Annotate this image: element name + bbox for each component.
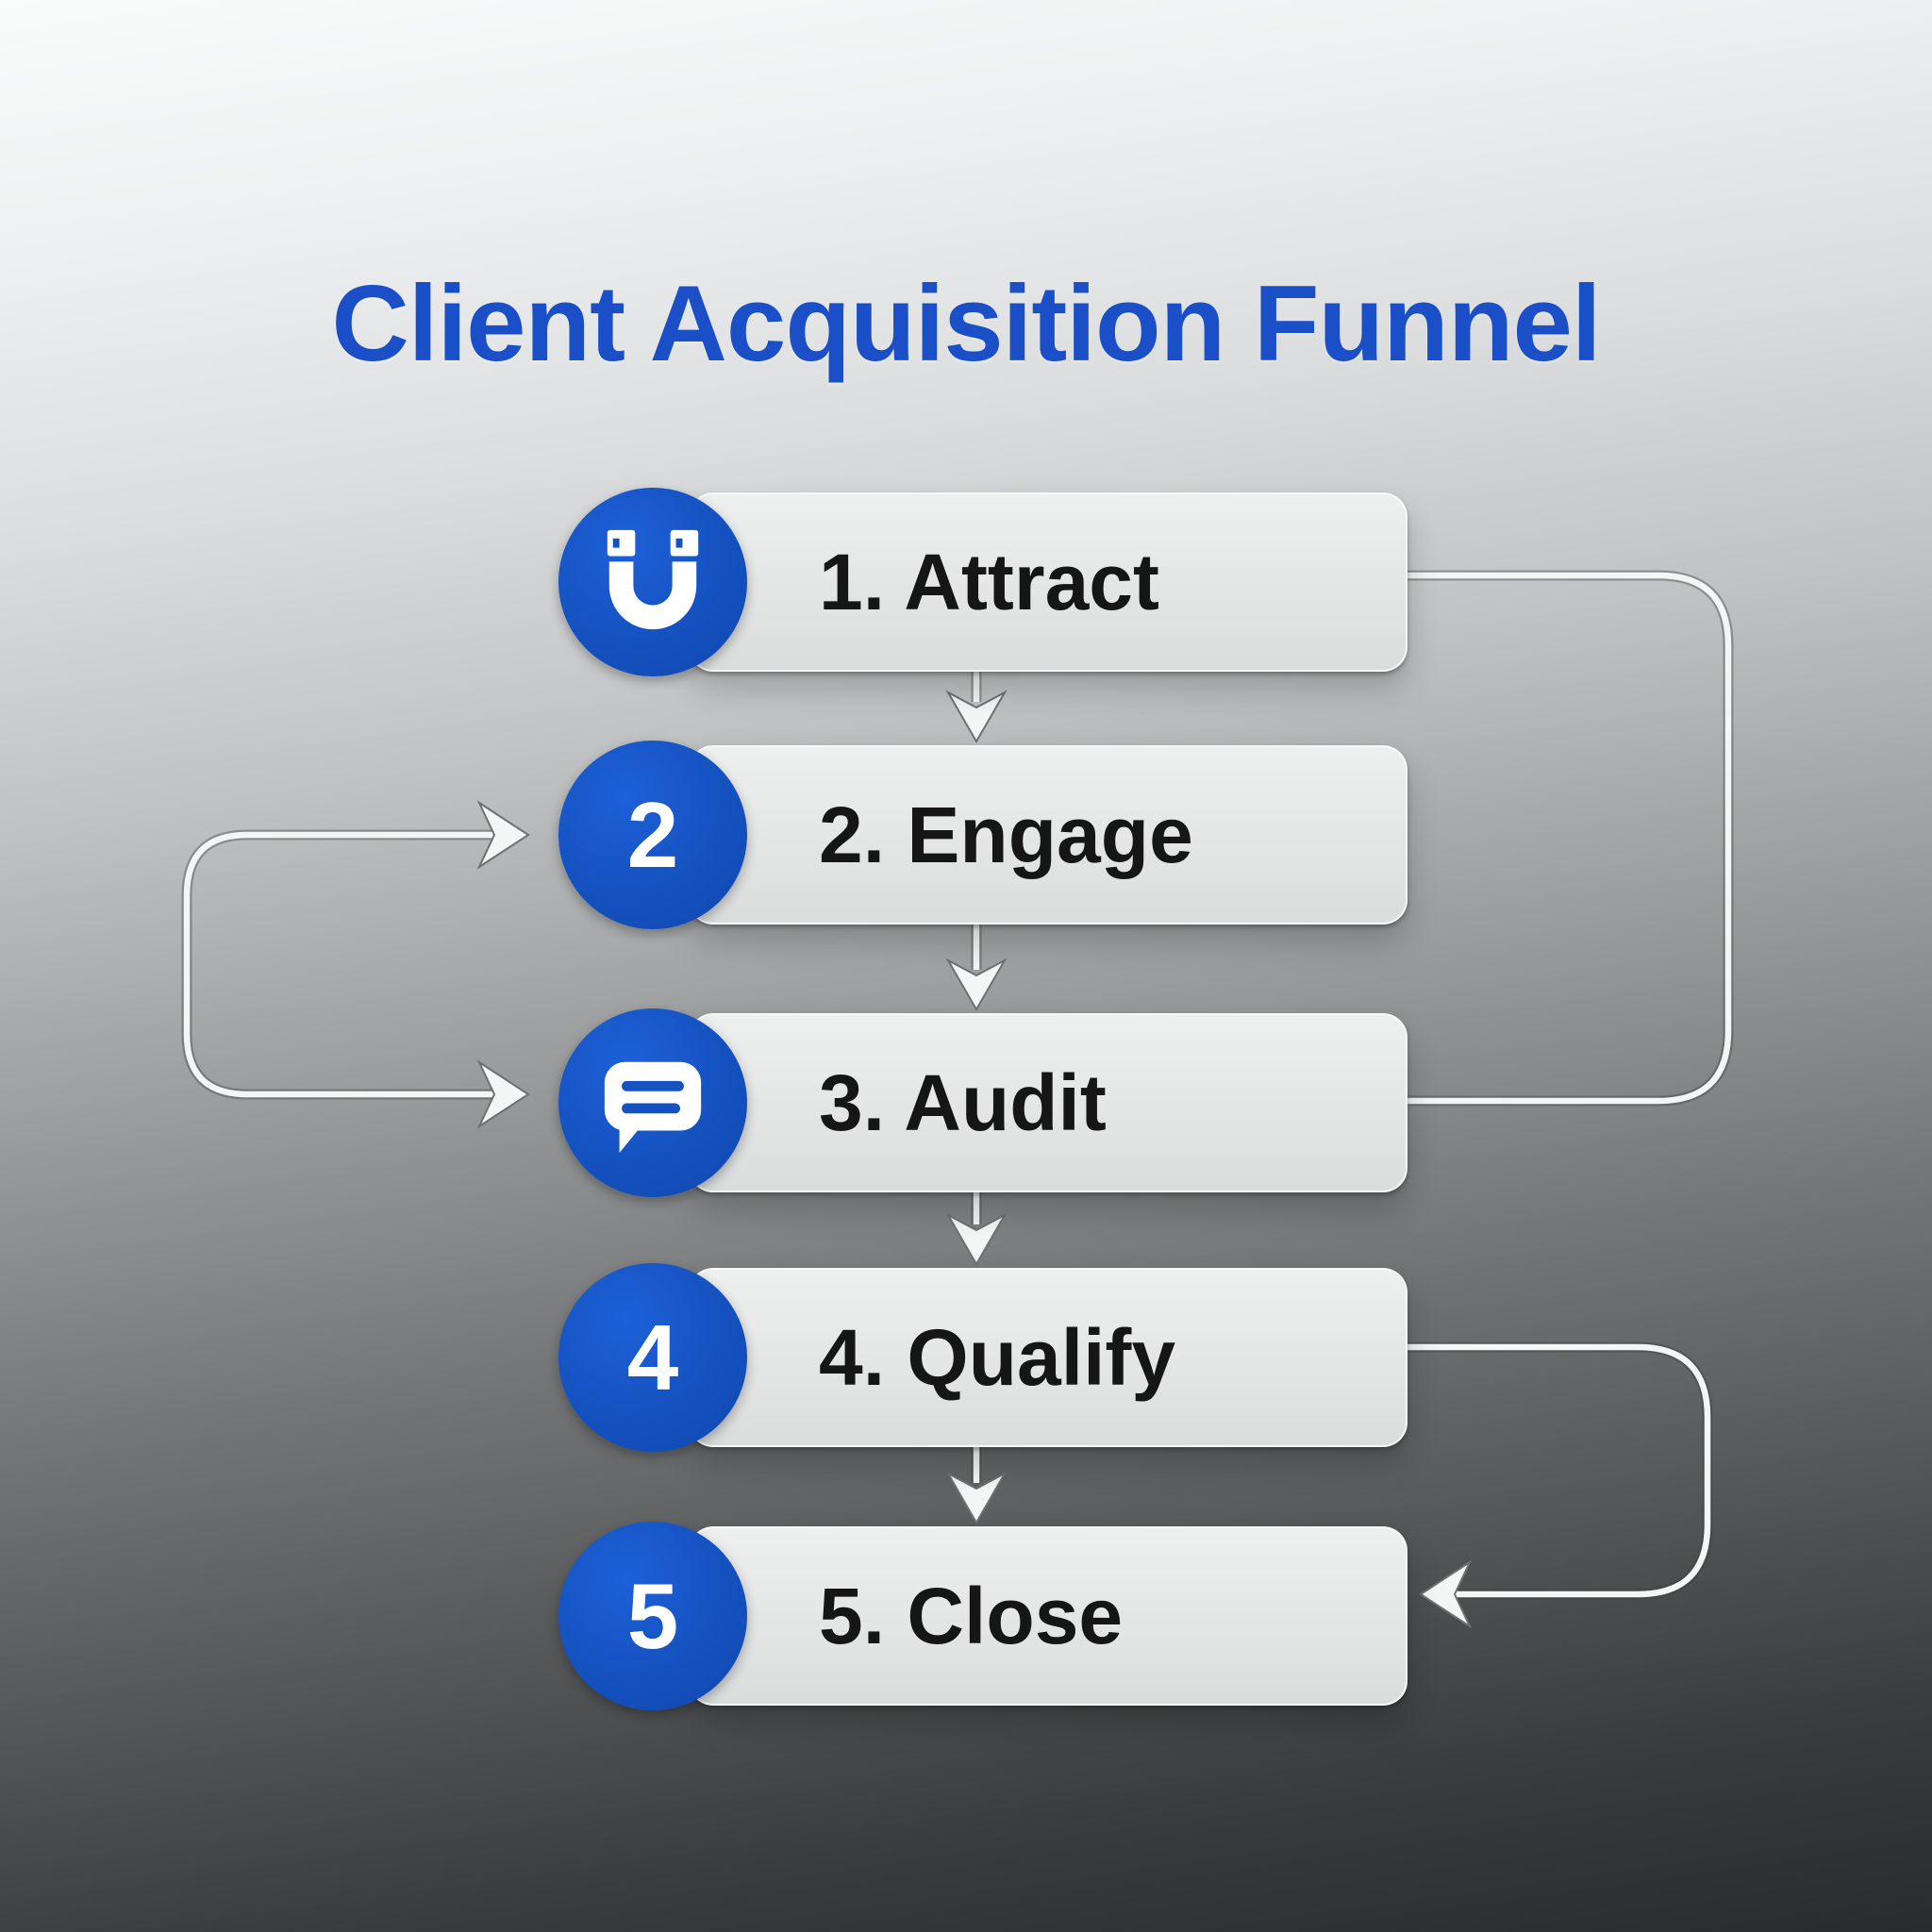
edge-qualify-close-right-loop-rim — [1407, 1341, 1713, 1600]
left-feedback-loop-rim — [181, 829, 514, 1100]
down-arrowhead-3 — [945, 1212, 1008, 1267]
step-engage: 2. Engage 2 — [558, 741, 1407, 929]
magnet-icon — [607, 529, 699, 630]
step-1-box: 1. Attract — [689, 492, 1407, 672]
left-loop-arrowhead-engage — [476, 800, 530, 870]
step-close: 5. Close 5 — [558, 1522, 1407, 1710]
step-4-label: 4. Qualify — [819, 1312, 1176, 1402]
step-audit: 3. Audit — [558, 1008, 1407, 1197]
chat-bubble-icon — [604, 1061, 702, 1154]
step-4-box: 4. Qualify — [689, 1268, 1407, 1447]
step-5-box: 5. Close — [689, 1526, 1407, 1706]
edge-attract-audit-right-loop-rim — [1407, 570, 1734, 1107]
step-5-number: 5 — [626, 1564, 679, 1668]
step-2-number: 2 — [626, 783, 679, 887]
step-5-badge: 5 — [558, 1522, 747, 1710]
page-title: Client Acquisition Funnel — [331, 264, 1601, 385]
step-3-label: 3. Audit — [819, 1058, 1107, 1147]
step-attract: 1. Attract — [558, 488, 1407, 676]
edge-attract-audit-right-loop — [1407, 572, 1732, 1105]
right-loop-arrowhead-close — [1419, 1559, 1473, 1629]
edge-qualify-close-right-loop — [1407, 1343, 1711, 1598]
step-4-number: 4 — [626, 1306, 679, 1409]
step-3-box: 3. Audit — [689, 1013, 1407, 1192]
step-2-label: 2. Engage — [819, 790, 1193, 879]
down-arrowhead-2 — [945, 958, 1008, 1012]
down-arrowhead-4 — [945, 1471, 1008, 1525]
step-1-badge — [558, 488, 747, 676]
step-3-badge — [558, 1008, 747, 1197]
step-2-box: 2. Engage — [689, 745, 1407, 924]
left-feedback-loop — [183, 831, 514, 1098]
step-qualify: 4. Qualify 4 — [558, 1263, 1407, 1452]
step-5-label: 5. Close — [819, 1571, 1124, 1660]
down-arrowhead-1 — [945, 690, 1008, 744]
step-4-badge: 4 — [558, 1263, 747, 1452]
step-2-badge: 2 — [558, 741, 747, 929]
step-1-label: 1. Attract — [819, 537, 1159, 626]
left-loop-arrowhead-audit — [476, 1059, 530, 1129]
